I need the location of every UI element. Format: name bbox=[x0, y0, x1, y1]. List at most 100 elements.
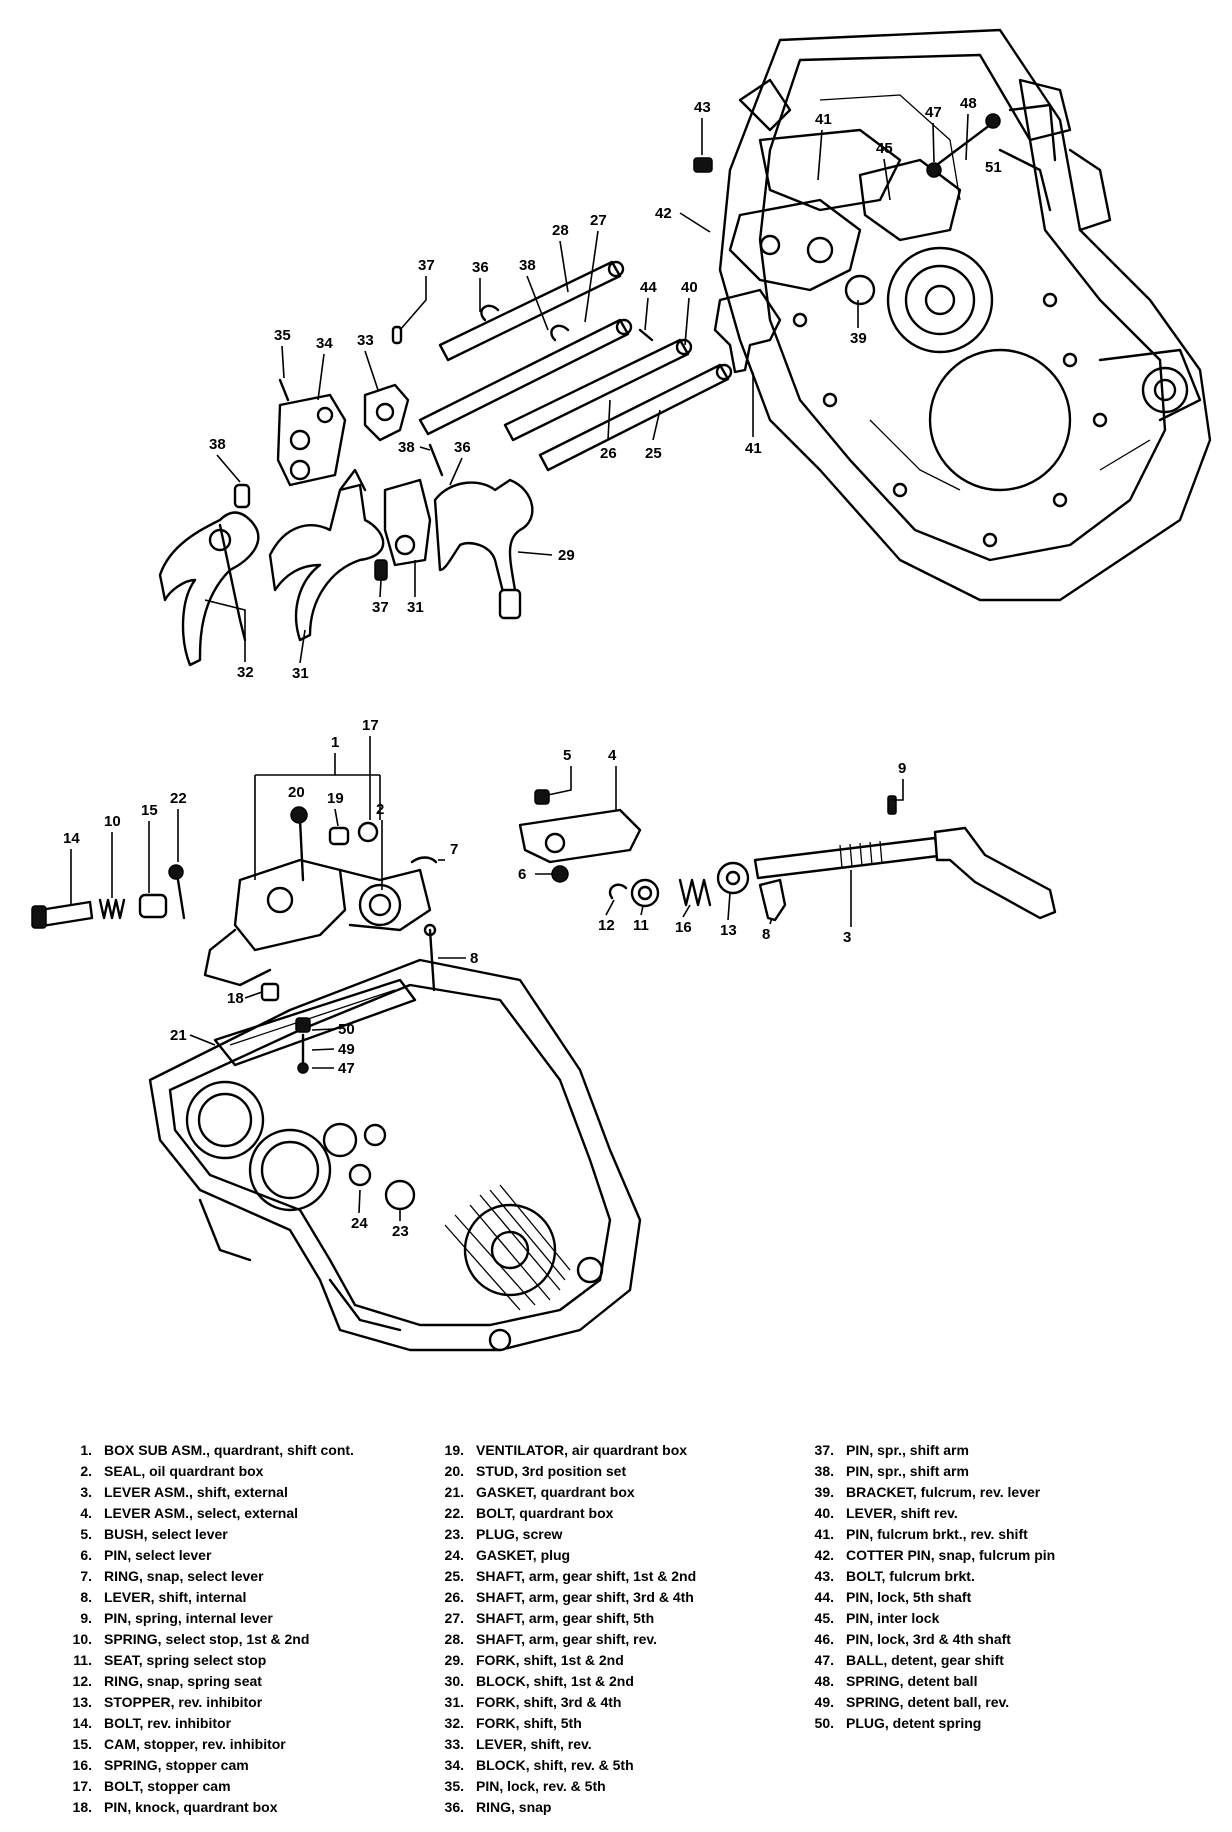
legend-part-description: PIN, select lever bbox=[104, 1547, 212, 1563]
callout-6a: 6 bbox=[518, 866, 526, 883]
legend-row: 48.SPRING, detent ball bbox=[790, 1671, 1055, 1692]
legend-row: 36.RING, snap bbox=[420, 1797, 696, 1818]
legend-part-number: 39. bbox=[814, 1484, 834, 1500]
parts-legend-column-1: 1.BOX SUB ASM., quardrant, shift cont.2.… bbox=[48, 1440, 354, 1818]
legend-part-description: BLOCK, shift, 1st & 2nd bbox=[476, 1673, 634, 1689]
legend-part-number: 35. bbox=[444, 1778, 464, 1794]
callout-12: 12 bbox=[598, 917, 615, 934]
legend-part-number: 17. bbox=[72, 1778, 92, 1794]
legend-part-number: 3. bbox=[80, 1484, 92, 1500]
legend-part-description: RING, snap bbox=[476, 1799, 552, 1815]
bolt-51 bbox=[928, 113, 1001, 172]
legend-part-description: PIN, fulcrum brkt., rev. shift bbox=[846, 1526, 1028, 1542]
legend-part-description: BOLT, stopper cam bbox=[104, 1778, 231, 1794]
legend-part-number: 22. bbox=[444, 1505, 464, 1521]
legend-part-number: 25. bbox=[444, 1568, 464, 1584]
transmission-case-front bbox=[148, 958, 642, 1352]
legend-part-description: PIN, spr., shift arm bbox=[846, 1463, 969, 1479]
legend-part-number: 20. bbox=[444, 1463, 464, 1479]
legend-part-description: BLOCK, shift, rev. & 5th bbox=[476, 1757, 634, 1773]
legend-part-number: 19. bbox=[444, 1442, 464, 1458]
legend-part-description: SHAFT, arm, gear shift, 3rd & 4th bbox=[476, 1589, 694, 1605]
legend-part-number: 1. bbox=[80, 1442, 92, 1458]
bolt-43 bbox=[693, 157, 713, 173]
callout-18: 18 bbox=[227, 990, 244, 1007]
legend-part-description: SHAFT, arm, gear shift, 5th bbox=[476, 1610, 655, 1626]
legend-part-number: 4. bbox=[80, 1505, 92, 1521]
callout-38c: 38 bbox=[398, 439, 415, 456]
callout-45: 45 bbox=[876, 140, 893, 157]
legend-part-description: LEVER, shift rev. bbox=[846, 1505, 958, 1521]
legend-row: 23.PLUG, screw bbox=[420, 1524, 696, 1545]
legend-part-number: 34. bbox=[444, 1757, 464, 1773]
legend-row: 13.STOPPER, rev. inhibitor bbox=[48, 1692, 354, 1713]
legend-part-description: PIN, inter lock bbox=[846, 1610, 940, 1626]
legend-row: 35. PIN, lock, rev. & 5th bbox=[420, 1776, 696, 1797]
callout-22: 22 bbox=[170, 790, 187, 807]
callout-36a: 36 bbox=[472, 259, 489, 276]
legend-part-description: BRACKET, fulcrum, rev. lever bbox=[846, 1484, 1041, 1500]
legend-part-number: 33. bbox=[444, 1736, 464, 1752]
legend-part-description: SPRING, detent ball, rev. bbox=[846, 1694, 1010, 1710]
legend-row: 45.PIN, inter lock bbox=[790, 1608, 1055, 1629]
seat-11 bbox=[630, 878, 660, 908]
callout-38a: 38 bbox=[519, 257, 536, 274]
fork-31 bbox=[268, 468, 388, 642]
legend-part-number: 31. bbox=[444, 1694, 464, 1710]
legend-row: 50.PLUG, detent spring bbox=[790, 1713, 1055, 1734]
pin-47 bbox=[926, 162, 942, 178]
legend-part-number: 26. bbox=[444, 1589, 464, 1605]
legend-part-number: 30. bbox=[444, 1673, 464, 1689]
legend-part-description: PLUG, detent spring bbox=[846, 1715, 982, 1731]
legend-row: 7.RING, snap, select lever bbox=[48, 1566, 354, 1587]
legend-part-description: PIN, spring, internal lever bbox=[104, 1610, 273, 1626]
legend-row: 20.STUD, 3rd position set bbox=[420, 1461, 696, 1482]
knock-pin-18 bbox=[260, 982, 280, 1002]
legend-part-description: BUSH, select lever bbox=[104, 1526, 228, 1542]
legend-part-description: SHAFT, arm, gear shift, 1st & 2nd bbox=[476, 1568, 697, 1584]
legend-part-number: 12. bbox=[72, 1673, 92, 1689]
callout-51: 51 bbox=[985, 159, 1002, 176]
callout-9: 9 bbox=[898, 760, 906, 777]
callout-31a: 31 bbox=[292, 665, 309, 682]
legend-part-description: BOLT, rev. inhibitor bbox=[104, 1715, 232, 1731]
callout-20: 20 bbox=[288, 784, 305, 801]
legend-row: 27.SHAFT, arm, gear shift, 5th bbox=[420, 1608, 696, 1629]
fulcrum-bracket bbox=[728, 158, 962, 306]
callout-14: 14 bbox=[63, 830, 80, 847]
legend-part-description: PIN, lock, rev. & 5th bbox=[476, 1778, 606, 1794]
callout-5: 5 bbox=[563, 747, 571, 764]
callout-41b: 41 bbox=[745, 440, 762, 457]
bolt-17 bbox=[357, 821, 379, 843]
callout-49: 49 bbox=[338, 1041, 355, 1058]
legend-part-number: 9. bbox=[80, 1610, 92, 1626]
ring-7 bbox=[410, 856, 438, 864]
callout-3: 3 bbox=[843, 929, 851, 946]
legend-part-number: 32. bbox=[444, 1715, 464, 1731]
legend-part-description: SHAFT, arm, gear shift, rev. bbox=[476, 1631, 658, 1647]
spring-16 bbox=[678, 878, 712, 907]
legend-part-number: 5. bbox=[80, 1526, 92, 1542]
callout-47b: 47 bbox=[338, 1060, 355, 1077]
legend-part-description: LEVER, shift, internal bbox=[104, 1589, 247, 1605]
legend-part-number: 10. bbox=[72, 1631, 92, 1647]
legend-part-number: 11. bbox=[73, 1652, 92, 1668]
block-30 bbox=[383, 478, 432, 567]
callout-2: 2 bbox=[376, 801, 384, 818]
legend-part-description: STOPPER, rev. inhibitor bbox=[104, 1694, 263, 1710]
legend-part-description: LEVER ASM., shift, external bbox=[104, 1484, 288, 1500]
legend-row: 9. PIN, spring, internal lever bbox=[48, 1608, 354, 1629]
legend-part-number: 2. bbox=[80, 1463, 92, 1479]
legend-row: 37.PIN, spr., shift arm bbox=[790, 1440, 1055, 1461]
callout-17: 17 bbox=[362, 717, 379, 734]
legend-part-description: COTTER PIN, snap, fulcrum pin bbox=[846, 1547, 1056, 1563]
callout-42: 42 bbox=[655, 205, 672, 222]
legend-part-number: 6. bbox=[80, 1547, 92, 1563]
legend-row: 26. SHAFT, arm, gear shift, 3rd & 4th bbox=[420, 1587, 696, 1608]
legend-row: 38.PIN, spr., shift arm bbox=[790, 1461, 1055, 1482]
callout-27: 27 bbox=[590, 212, 607, 229]
legend-row: 8.LEVER, shift, internal bbox=[48, 1587, 354, 1608]
legend-part-description: CAM, stopper, rev. inhibitor bbox=[104, 1736, 286, 1752]
